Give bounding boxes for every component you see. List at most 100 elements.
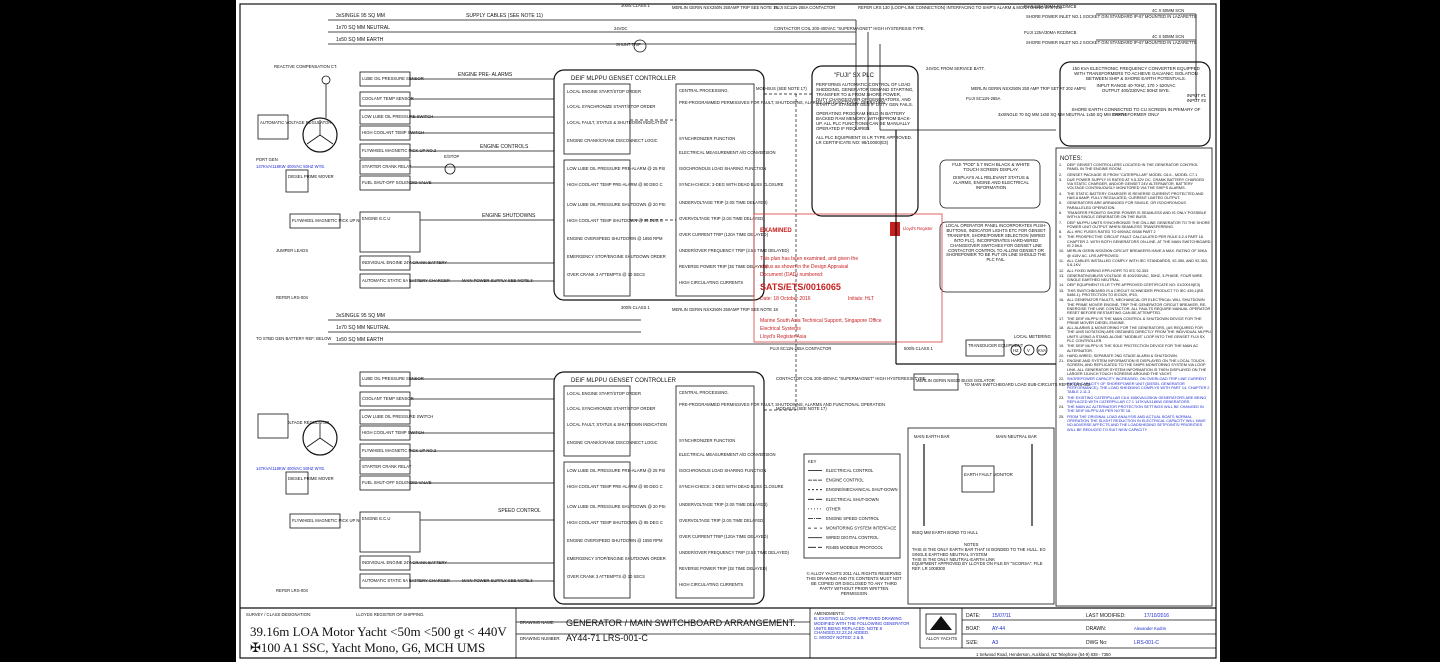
shore-earth-text: SHORE EARTH CONNECTED TO CU SCREEN IN PR… [1071, 107, 1201, 117]
local-metering-label: LOCAL METERING [1014, 334, 1051, 339]
merlin-breaker-label: MERLIN GERIN NSX250N 250AMP TRIP SEE NOT… [672, 5, 779, 10]
engine-block: HIGH COOLANT TEMP SWITCH [362, 130, 424, 135]
engine-block: COOLANT TEMP SENSOR [362, 96, 414, 101]
drawing-name: GENERATOR / MAIN SWITCHBOARD ARRANGEMENT… [566, 618, 796, 628]
note-item: 14.DEIF EQUIPMENT IS LR TYPE APPROVED CE… [1059, 283, 1201, 288]
drawing-name-label: DRAWING NAME: [520, 620, 555, 625]
port-gen-rating: 147KVA/118KW 400VAC 50HZ WYE. [256, 164, 325, 169]
stamp-title: EXAMINED [760, 228, 792, 234]
key-item-label: RS485 MODBUS PROTOCOL [826, 545, 884, 550]
engine-block: LOW LUBE OIL PRESSURE SWITCH [362, 114, 433, 119]
controller-right-item: HIGH CIRCULATING CURRENTS [679, 280, 743, 285]
buss-isolator-box [913, 373, 959, 391]
merlin-breaker-label-b: MERLIN GERIN NSX250N 250AMP TRIP SEE NOT… [672, 307, 779, 312]
diesel-prime-mover-label-b: DIESEL PRIME MOVER [288, 476, 334, 481]
converter-text: 150 KVA ELECTRONIC FREQUENCY CONVERTER E… [1072, 66, 1200, 81]
engine-controls-label: ENGINE CONTROLS [480, 144, 529, 150]
note-item: 6.TRANSFER FROM/TO SHORE POWER IS SEAMLE… [1059, 210, 1207, 220]
controller-right-item: UNDERVOLTAGE TRIP (2.0S TIME DELAYED) [679, 200, 768, 205]
note-item: 12.ALL FIXED WIRING EPR-HOFR TO IEC 92-3… [1059, 268, 1149, 273]
date-label: DATE: [966, 613, 980, 619]
input-2: INPUT #2 [1186, 98, 1206, 103]
engine-ecu-label: ENGINE E.C.U [362, 216, 390, 221]
note-item: 11.ALL CABLES INSTALLED COMPLY WITH IEC … [1059, 258, 1208, 268]
controller-right-item: CENTRAL PROCESSING. [679, 88, 729, 93]
avr-label: AUTOMATIC VOLTAGE REGULATOR [260, 120, 331, 125]
speed-control-label: SPEED CONTROL [498, 508, 541, 514]
note-item: 22.SHOREPOWER CAPACITY INCREASED, ON OVE… [1059, 377, 1210, 395]
refer-lrs-004-b: REFER LRS-004 [276, 588, 309, 593]
controller-left-item: LOCAL FAULT, STATUS & SHUTDOWN INDICATIO… [567, 120, 667, 125]
controller-right-item-b: CENTRAL PROCESSING. [679, 390, 729, 395]
main-switchboard-label: TO MAIN SWITCHBOARD LOAD SUB-CIRCUITS RE… [964, 382, 1091, 387]
stamp-number: SATS/ETS/0016065 [760, 282, 841, 292]
fuji-contactor-label: FUJI SC11N-265A CONTACTOR [774, 5, 835, 10]
cable-label-2: 1x70 SQ MM NEUTRAL [336, 25, 390, 31]
main-power-supply-label: MAIN POWER SUPPLY SEE NOTE.3 [462, 278, 533, 283]
notes-panel: NOTES: 1.DEIF GENSET CONTROLLERS LOCATED… [1055, 147, 1213, 607]
reactive-ct-label: REACTIVE COMPENSATION CT. [274, 64, 337, 69]
stbd-generator-symbol [302, 420, 338, 456]
sheet-border [239, 3, 1217, 659]
fuji-contactor-b: FUJI SC11N-265A CONTACTOR [770, 346, 831, 351]
shore-power-section: FUJI 125A/30MA RCD/MCB SHORE POWER INLET… [1024, 4, 1211, 147]
controller-left-item: ENGINE OVERSPEED SHUTDOWN @ 1850 RPM [567, 236, 663, 241]
input-range: INPUT RANGE 40-70HZ, 170 > 520VAC [1096, 83, 1176, 88]
refer-lrs-130-label: REFER LRS 130 (LOOP-LINK CONNECTION) INT… [858, 5, 1062, 10]
plc-text-2: OPERATING PROGRAM HELD IN BATTERY BACKED… [816, 111, 911, 131]
note-item: 21.ENGINE AND SYSTEM INFORMATION IS DISP… [1059, 359, 1207, 377]
controller-left-item-b: HIGH COOLANT TEMP PRE-ALARM @ 90 DEG C [567, 484, 663, 489]
engine-block: FUEL SHUT-OFF SOLENOID VALVE [362, 180, 432, 185]
key-item-label: WIRED DIGITAL CONTROL [826, 535, 879, 540]
earth-bar-section: MAIN EARTH BAR MAIN NEUTRAL BAR EARTH FA… [907, 427, 1055, 605]
drawn-label: DRAWN: [1086, 626, 1106, 632]
main-neutral-bar-label: MAIN NEUTRAL BAR [996, 434, 1037, 439]
engine-block-b: FLYWHEEL MAGNETIC PICK UP NO.2 [362, 448, 437, 453]
controller-left-item-b: LOCAL ENGINE START/STOP ORDER [567, 391, 641, 396]
controller-left-item: ENGINE CRANK/CRANK DISCONNECT LOGIC [567, 138, 658, 143]
engine-block-b: INDIVIDUAL ENGINE 24V CRANK BATTERY [362, 560, 447, 565]
cable-label-1b: 3xSINGLE 95 SQ MM [336, 313, 385, 319]
kva-meter-icon [1036, 344, 1048, 356]
address: 1 Selwood Road, Henderson, Auckland, NZ … [976, 652, 1111, 657]
buss-isolator-label: MERLIN GERIN NS630 BUSS ISOLATOR [916, 378, 995, 383]
display-text-2: DISPLAYS ALL RELEVANT STATUS & ALARMS, E… [953, 175, 1029, 190]
controller-left-item: HIGH COOLANT TEMP SHUTDOWN @ 95 DEG C [567, 218, 663, 223]
avr-label-b: AUTOMATIC VOLTAGE REGULATOR [258, 420, 329, 425]
key-item-label: ENGINE CONTROL [826, 478, 864, 483]
copyright-text: © ALLOY YACHTS 2011 ALL RIGHTS RESERVED … [806, 572, 902, 596]
controller-right-item-b: SYNCHRONIZER FUNCTION [679, 438, 735, 443]
ct-label-b: 300/5 CLASS 1 [621, 305, 651, 310]
stamp-line-1: This plan has been examined, and given t… [760, 256, 858, 262]
supply-cables-label: SUPPLY CABLES (SEE NOTE 11) [466, 13, 543, 19]
shore-inlet-1: SHORE POWER INLET NO.1 SOCKET GIN STANDA… [1026, 14, 1197, 19]
ct-label: 300/5 CLASS 1 [621, 3, 651, 8]
deif-controller-top: DEIF MLPPU GENSET CONTROLLER LOCAL ENGIN… [553, 69, 885, 301]
boat-label: BOAT: [966, 626, 980, 632]
earth-notes-title: NOTES [964, 542, 979, 547]
note-item: 10.MERLIN GERIN NSX250N CIRCUIT BREAKERS… [1059, 249, 1207, 258]
logo-text: ALLOY YACHTS [926, 636, 957, 641]
controller-right-item: REVERSE POWER TRIP (3S TIME DELAYED) [679, 264, 768, 269]
engine-block: FLYWHEEL MAGNETIC PICK UP NO.2 [362, 148, 437, 153]
merlin-breaker-2: MERLIN GERIN NSX250N 250 AMP TRIP SET AT… [971, 86, 1086, 91]
diesel-prime-mover-label: DIESEL PRIME MOVER [288, 174, 334, 179]
controller-right-item: UNDER/OVER FREQUENCY TRIP (3.5S TIME DEL… [679, 248, 790, 253]
stbd-generator-section: TO STBD GEN BATTERY REF: BELOW 3xSINGLE … [256, 305, 927, 593]
drawn-value: Alexander Kudrin [1134, 626, 1167, 631]
meter-label: KVA [1038, 348, 1046, 353]
cable-label-1: 3xSINGLE 95 SQ MM [336, 13, 385, 19]
shore-cable-2: 4C X 50MM SCN [1152, 34, 1184, 39]
touch-display-box [939, 159, 1041, 209]
schematic-sheet: 3xSINGLE 95 SQ MM 1x70 SQ MM NEUTRAL 1x5… [236, 0, 1220, 662]
last-modified-value: 17/10/2016 [1144, 613, 1169, 619]
controller-left-item-b: HIGH COOLANT TEMP SHUTDOWN @ 95 DEG C [567, 520, 663, 525]
fuji-contactor-2: FUJI SC11N-265A [966, 96, 1001, 101]
cable-label-3: 1x50 SQ MM EARTH [336, 37, 384, 43]
earth-note-2: THIS IS THE ONLY NEUTRAL-EARTH LINK [912, 556, 995, 562]
engine-pre-alarms-label: ENGINE PRE- ALARMS [458, 72, 513, 78]
controller-left-item-b: LOW LUBE OIL PRESSURE SHUTDOWN @ 20 PSI [567, 504, 666, 509]
controller-left-item-b: LOW LUBE OIL PRESSURE PRE-ALARM @ 25 PSI [567, 468, 665, 473]
survey-label: SURVEY / CLASS DESIGNATION: [246, 612, 311, 617]
